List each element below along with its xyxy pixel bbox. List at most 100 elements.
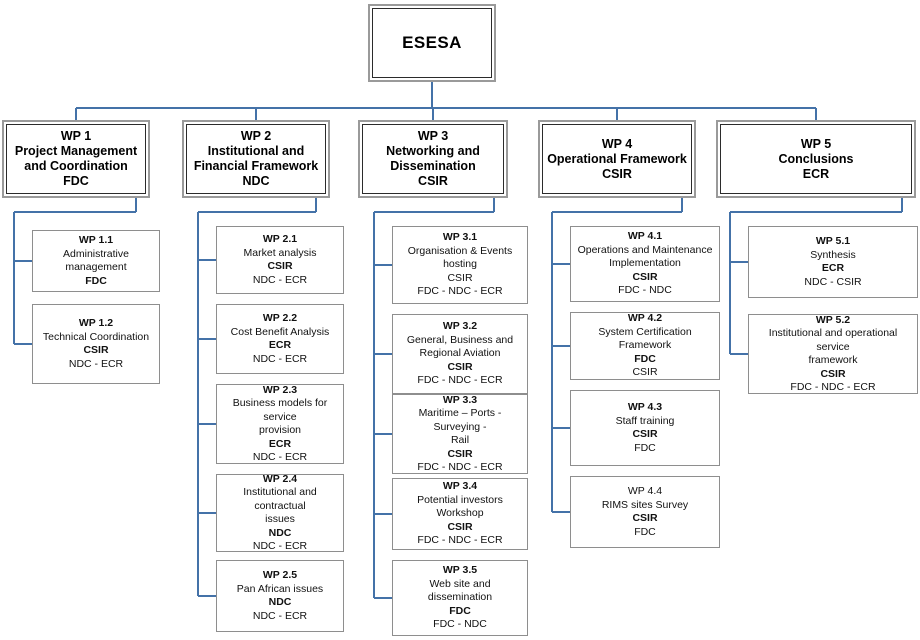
task-node-wp2-4-line-5: NDC - ECR — [252, 540, 308, 552]
wp-node-wp5-line-1: WP 5 — [800, 136, 832, 151]
task-node-wp4-3-line-3: CSIR — [632, 428, 658, 440]
task-node-wp2-3-line-1: WP 2.3 — [262, 383, 298, 396]
task-node-wp1-2-line-1: WP 1.2 — [78, 317, 114, 329]
task-node-wp4-4-line-4: FDC — [634, 525, 656, 538]
task-node-wp4-1-line-1: WP 4.1 — [627, 230, 663, 243]
wp-node-wp3-line-1: WP 3 — [417, 129, 449, 143]
task-node-wp3-4-line-2: Potential investors Workshop — [417, 493, 503, 520]
root-node-line-1: ESESA — [402, 33, 462, 52]
task-node-wp2-4-line-2: Institutional and contractual — [243, 486, 317, 512]
task-node-wp1-1-line-1: WP 1.1 — [78, 234, 114, 246]
wp-node-wp3-line-3: Dissemination — [390, 159, 476, 173]
task-node-wp2-3-line-5: NDC - ECR — [252, 451, 308, 463]
task-node-wp3-2-line-5: FDC - NDC - ECR — [417, 374, 503, 387]
task-node-wp3-3-line-5: FDC - NDC - ECR — [417, 461, 503, 473]
task-node-wp2-1-line-1: WP 2.1 — [262, 233, 298, 245]
wp-node-wp2-line-3: Financial Framework — [193, 159, 319, 173]
task-node-wp2-1-line-2: Market analysis — [243, 246, 317, 259]
task-node-wp4-1-line-3: Implementation — [609, 257, 681, 270]
task-node-wp5-2-line-3: framework — [808, 354, 858, 366]
task-node-wp4-2-line-2: System Certification Framework — [598, 325, 692, 352]
task-node-wp2-2-line-3: ECR — [268, 339, 292, 351]
task-node-wp2-4-line-1: WP 2.4 — [262, 472, 298, 485]
task-node-wp5-2-line-2: Institutional and operational service — [768, 327, 898, 353]
task-node-wp3-1-line-1: WP 3.1 — [442, 231, 478, 244]
task-node-wp2-2-line-1: WP 2.2 — [262, 312, 298, 324]
task-node-wp3-3-line-2: Maritime – Ports - Surveying - — [418, 407, 502, 433]
root-node-inner: ESESA — [372, 8, 492, 78]
wp-node-wp5-line-2: Conclusions — [778, 151, 854, 166]
task-node-wp4-4-line-1: WP 4.4 — [627, 485, 663, 497]
wp-node-wp1-line-1: WP 1 — [60, 129, 92, 143]
task-node-wp3-1-line-4: CSIR — [447, 271, 473, 284]
task-node-wp5-1-line-4: NDC - CSIR — [804, 275, 862, 288]
task-node-wp1-1-line-3: FDC — [85, 274, 107, 287]
task-node-wp3-3-line-3: Rail — [450, 434, 470, 446]
task-node-wp5-1-line-3: ECR — [821, 262, 845, 274]
task-node-wp5-1-line-2: Synthesis — [810, 248, 856, 261]
task-node-wp2-5-line-3: NDC — [268, 596, 292, 608]
wp-node-wp4-line-3: CSIR — [602, 166, 632, 181]
task-node-wp3-2-line-3: Regional Aviation — [419, 347, 501, 360]
task-node-wp2-5-line-1: WP 2.5 — [262, 569, 298, 581]
task-node-wp1-2-line-3: CSIR — [83, 344, 109, 356]
task-node-wp3-2-line-4: CSIR — [447, 360, 473, 373]
task-node-wp4-4-line-2: RIMS sites Survey — [601, 498, 689, 511]
task-node-wp5-2-line-5: FDC - NDC - ECR — [790, 381, 876, 393]
task-node-wp5-2-line-4: CSIR — [820, 367, 846, 380]
task-node-wp4-1-line-2: Operations and Maintenance — [577, 243, 713, 256]
task-node-wp4-2-line-3: FDC — [634, 352, 656, 365]
wp-node-wp2-line-4: NDC — [242, 174, 270, 188]
task-node-wp2-2-line-4: NDC - ECR — [252, 352, 308, 365]
root-node-esesa[interactable]: ESESA — [368, 4, 496, 82]
wp-node-wp2-line-1: WP 2 — [240, 129, 272, 143]
task-node-wp3-1-line-2: Organisation & Events — [407, 244, 513, 257]
task-node-wp2-5-line-2: Pan African issues — [236, 582, 324, 595]
root-node-text: ESESA — [402, 33, 462, 53]
wp-node-wp3-line-2: Networking and — [386, 144, 480, 158]
wp-node-wp4-line-1: WP 4 — [601, 136, 633, 151]
task-node-wp3-1-line-5: FDC - NDC - ECR — [417, 285, 503, 298]
task-node-wp4-3-line-2: Staff training — [615, 414, 675, 427]
task-node-wp4-2-line-1: WP 4.2 — [627, 312, 663, 325]
task-node-wp1-2-line-2: Technical Coordination — [42, 330, 150, 343]
